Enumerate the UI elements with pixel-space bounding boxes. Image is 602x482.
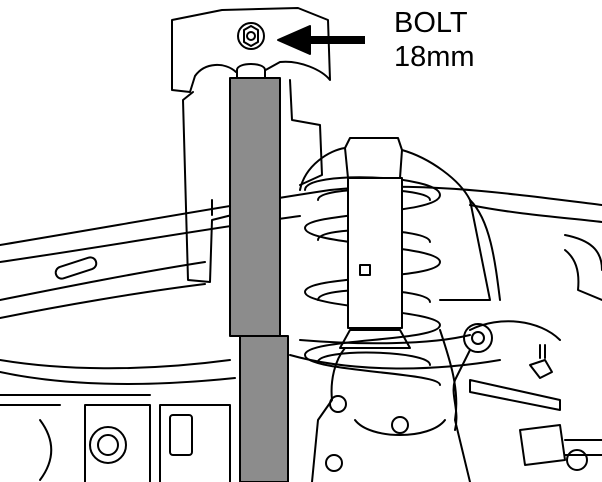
callout-size-label: 18mm xyxy=(394,41,475,73)
bolt-callout: BOLT 18mm xyxy=(394,6,475,74)
tie-rod xyxy=(469,344,602,471)
steering-knuckle xyxy=(311,329,471,482)
shock-absorber xyxy=(229,63,289,482)
bolt-icon xyxy=(237,22,265,50)
lower-frame-details xyxy=(39,404,231,482)
frame-rail xyxy=(0,185,602,406)
frame-slot xyxy=(54,256,98,280)
upper-mount-bracket xyxy=(171,7,331,283)
callout-part-label: BOLT xyxy=(394,7,468,39)
strut-body xyxy=(339,177,411,349)
brake-line xyxy=(452,349,471,431)
wheel-hub xyxy=(463,234,602,353)
callout-arrow-icon xyxy=(277,25,365,55)
